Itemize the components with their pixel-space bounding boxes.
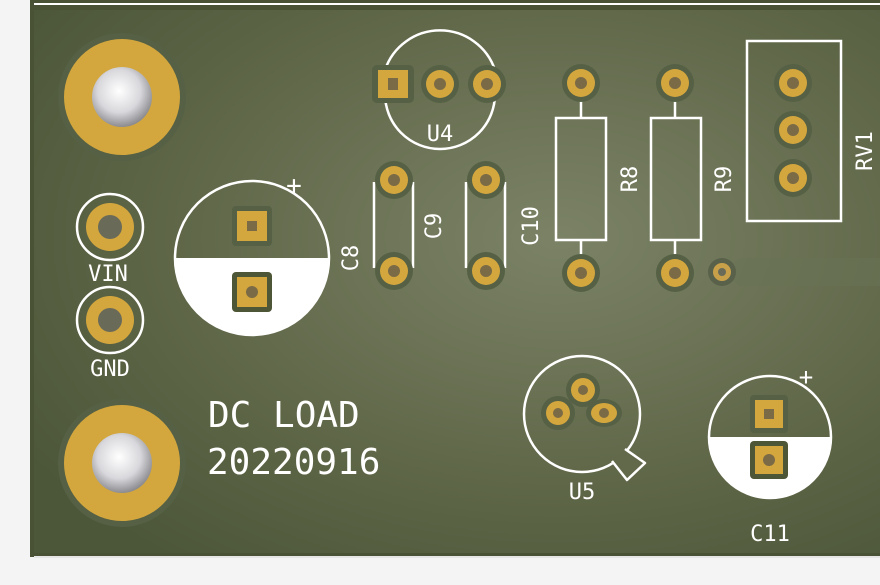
- mounting-hole-top: [58, 33, 186, 161]
- rv1-footprint: [745, 39, 843, 223]
- r8-label: R8: [618, 166, 643, 193]
- c10-label: C10: [519, 206, 544, 246]
- c11-label: C11: [750, 522, 790, 547]
- c9-label: C9: [422, 213, 447, 240]
- c11-footprint: [707, 374, 833, 500]
- u5-label: U5: [569, 480, 596, 505]
- u5-footprint: [522, 354, 647, 482]
- r9-footprint: [649, 64, 703, 292]
- gnd-terminal: [75, 285, 145, 355]
- c8-label: C8: [339, 245, 364, 272]
- c11-polarity-mark: +: [799, 363, 813, 391]
- board-date: 20220916: [207, 442, 380, 483]
- c8-footprint: [173, 179, 331, 337]
- copper-trace: [722, 258, 880, 286]
- u4-label: U4: [427, 122, 454, 147]
- mounting-hole-bottom: [58, 399, 186, 527]
- r9-label: R9: [712, 166, 737, 193]
- c9-footprint: [372, 161, 415, 290]
- board-title: DC LOAD: [208, 395, 360, 436]
- vin-terminal: [75, 192, 145, 262]
- via: [708, 258, 736, 286]
- r8-footprint: [554, 64, 608, 292]
- gnd-label: GND: [90, 357, 130, 382]
- rv1-label: RV1: [853, 131, 878, 171]
- c8-polarity-mark: +: [286, 171, 302, 201]
- vin-label: VIN: [88, 262, 128, 287]
- c10-footprint: [464, 161, 507, 290]
- u4-footprint: [372, 29, 506, 151]
